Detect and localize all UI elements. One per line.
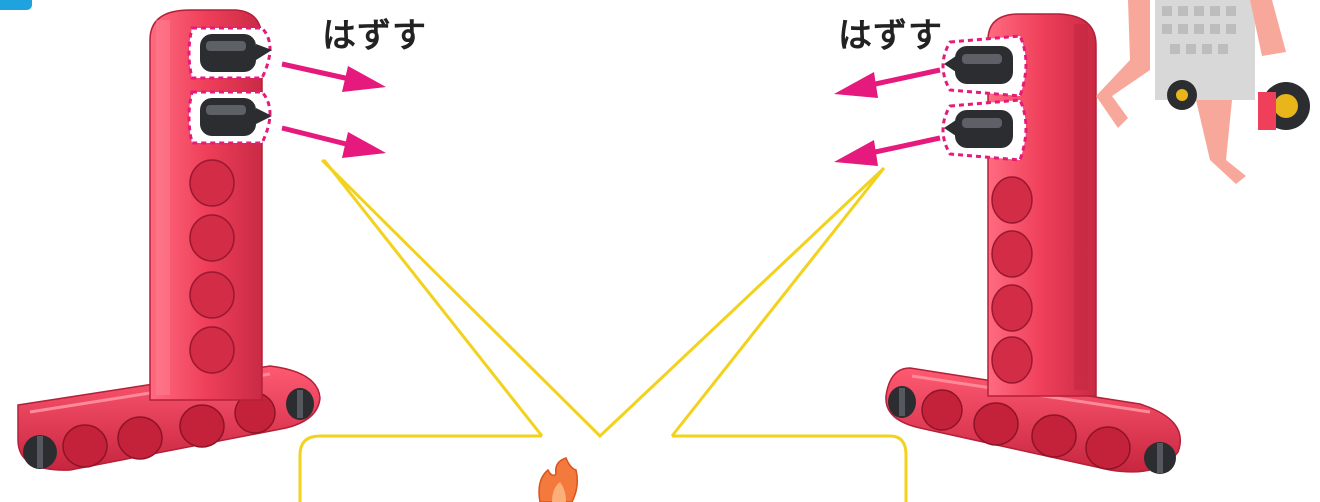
base-pin-right-left-end bbox=[888, 386, 916, 418]
base-pin-right-end bbox=[286, 388, 314, 420]
robot-thumbnail bbox=[1096, 0, 1310, 184]
right-remove-arrow-top bbox=[834, 67, 941, 98]
base-pin-left-end bbox=[23, 435, 57, 469]
step-number-badge bbox=[0, 0, 32, 10]
base-holes-right bbox=[921, 389, 1131, 470]
remove-label-left: はずす bbox=[322, 16, 427, 56]
right-remove-arrow-bottom bbox=[834, 135, 941, 166]
base-holes-left bbox=[62, 392, 276, 468]
callout-pointer bbox=[298, 158, 908, 502]
vertical-beam-holes-right bbox=[991, 176, 1033, 384]
left-pin-top bbox=[187, 26, 272, 80]
left-beam-assembly bbox=[17, 9, 386, 471]
vertical-beam-holes-left bbox=[189, 159, 235, 374]
base-pin-right-right-end bbox=[1144, 442, 1176, 474]
callout-part-thumbnail bbox=[538, 457, 579, 502]
right-pin-top bbox=[941, 34, 1028, 98]
left-pin-bottom bbox=[187, 90, 272, 145]
remove-label-right: はずす bbox=[838, 16, 943, 56]
left-remove-arrow-bottom bbox=[281, 125, 386, 158]
right-pin-bottom bbox=[941, 98, 1028, 162]
left-remove-arrow-top bbox=[281, 61, 386, 92]
right-beam-assembly bbox=[834, 13, 1182, 474]
